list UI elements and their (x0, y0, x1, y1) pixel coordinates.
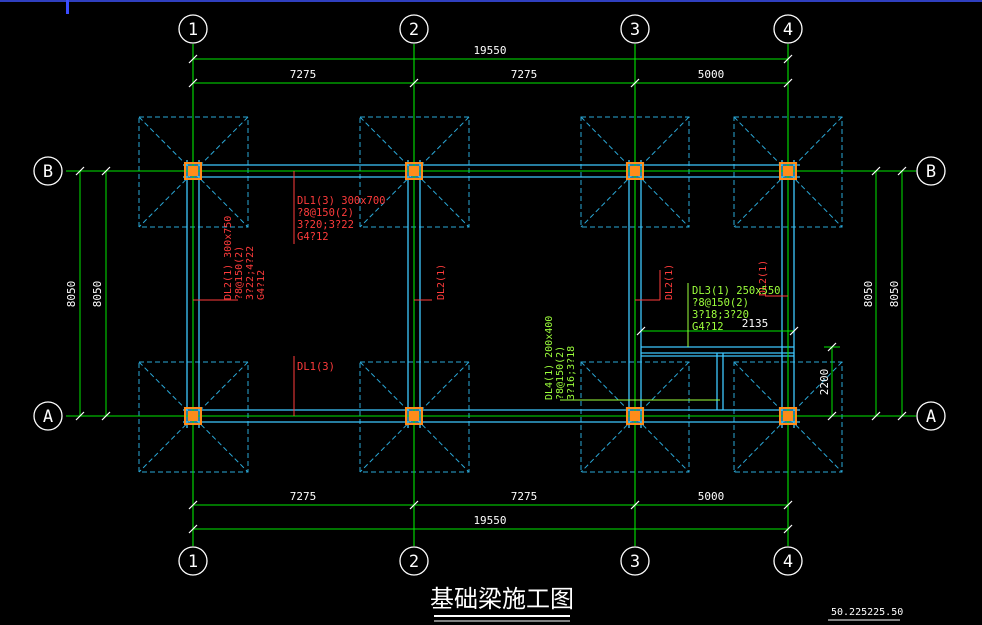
dim-right-outer: 8050 (888, 281, 901, 308)
dl3-line-2: ?8@150(2) (692, 297, 749, 309)
dim-top-span-1: 7275 (290, 68, 317, 81)
drawing-title: 基础梁施工图 (430, 585, 574, 613)
dim-bottom-span-2: 7275 (511, 490, 538, 503)
drawing-title-block: 基础梁施工图 (430, 585, 574, 622)
axis-label-bottom-4: 4 (783, 552, 793, 572)
dl2-col1-line-4: G4?12 (256, 270, 267, 300)
dim-top-span-3: 5000 (698, 68, 725, 81)
foundation-beams (183, 160, 800, 428)
dim-bottom-span-1: 7275 (290, 490, 317, 503)
dl1-top-line-2: ?8@150(2) (297, 207, 354, 219)
dl4-line-3: 3?16;3?18 (566, 346, 577, 400)
coordinate-readout: 50.225225.50 (831, 607, 903, 618)
dimension-ticks (75, 54, 907, 534)
footings (138, 116, 843, 473)
dim-right-inner: 8050 (862, 281, 875, 308)
dl3-line-1: DL3(1) 250x550 (692, 285, 781, 297)
dl1-top-line-3: 3?20;3?22 (297, 219, 354, 231)
dl1-top-line-4: G4?12 (297, 231, 329, 243)
cursor-marker (66, 0, 69, 14)
dl2-col4-annotation: DL2(1) (758, 260, 769, 296)
dl3-line-3: 3?18;3?20 (692, 309, 749, 321)
axis-bubbles (33, 14, 946, 576)
dl2-col3-annotation: DL2(1) (664, 264, 675, 300)
dl4-annotation: DL4(1) 200x400 ?8@150(2) 3?16;3?18 (544, 316, 577, 400)
dim-opening-width: 2135 (742, 317, 769, 330)
axis-label-top-2: 2 (409, 20, 419, 40)
dl1-top-annotation: DL1(3) 300x700 ?8@150(2) 3?20;3?22 G4?12 (297, 195, 386, 243)
dl2-col1-line-1: DL2(1) 300x750 (223, 216, 234, 300)
dim-bottom-total: 19550 (473, 514, 506, 527)
axis-label-right-B: B (926, 162, 936, 182)
dim-left-outer: 8050 (65, 281, 78, 308)
dl4-line-2: ?8@150(2) (555, 346, 566, 400)
dl2-col1-line-2: ?8@150(2) (234, 246, 245, 300)
axis-label-top-3: 3 (630, 20, 640, 40)
axis-label-bottom-1: 1 (188, 552, 198, 572)
dim-opening-depth: 2200 (818, 369, 831, 396)
axis-label-top-4: 4 (783, 20, 793, 40)
columns (184, 162, 797, 425)
dim-top-span-2: 7275 (511, 68, 538, 81)
axis-label-bottom-3: 3 (630, 552, 640, 572)
dl2-col1-line-3: 3?22;4?22 (245, 246, 256, 300)
top-toolbar-edge (0, 0, 982, 2)
dl3-line-4: G4?12 (692, 321, 724, 333)
dl1-bottom-annotation: DL1(3) (297, 361, 335, 373)
leader-lines (193, 171, 788, 416)
dimension-labels: 19550 7275 7275 5000 7275 7275 5000 1955… (65, 44, 901, 527)
grid-axes (66, 44, 916, 546)
dl3-annotation: DL3(1) 250x550 ?8@150(2) 3?18;3?20 G4?12 (692, 285, 781, 333)
axis-label-top-1: 1 (188, 20, 198, 40)
axis-label-bottom-2: 2 (409, 552, 419, 572)
dim-left-inner: 8050 (91, 281, 104, 308)
dl2-col2-annotation: DL2(1) (436, 264, 447, 300)
axis-bubble-labels: 1 2 3 4 1 2 3 4 B B A A (43, 20, 936, 572)
dl2-col1-annotation: DL2(1) 300x750 ?8@150(2) 3?22;4?22 G4?12 (223, 216, 267, 300)
axis-label-right-A: A (926, 407, 936, 427)
dim-bottom-span-3: 5000 (698, 490, 725, 503)
axis-label-left-B: B (43, 162, 53, 182)
dim-top-total: 19550 (473, 44, 506, 57)
dl4-line-1: DL4(1) 200x400 (544, 316, 555, 400)
dl1-top-line-1: DL1(3) 300x700 (297, 195, 386, 207)
dimension-lines (74, 58, 908, 530)
leader-lines-green (560, 283, 720, 401)
axis-label-left-A: A (43, 407, 53, 427)
